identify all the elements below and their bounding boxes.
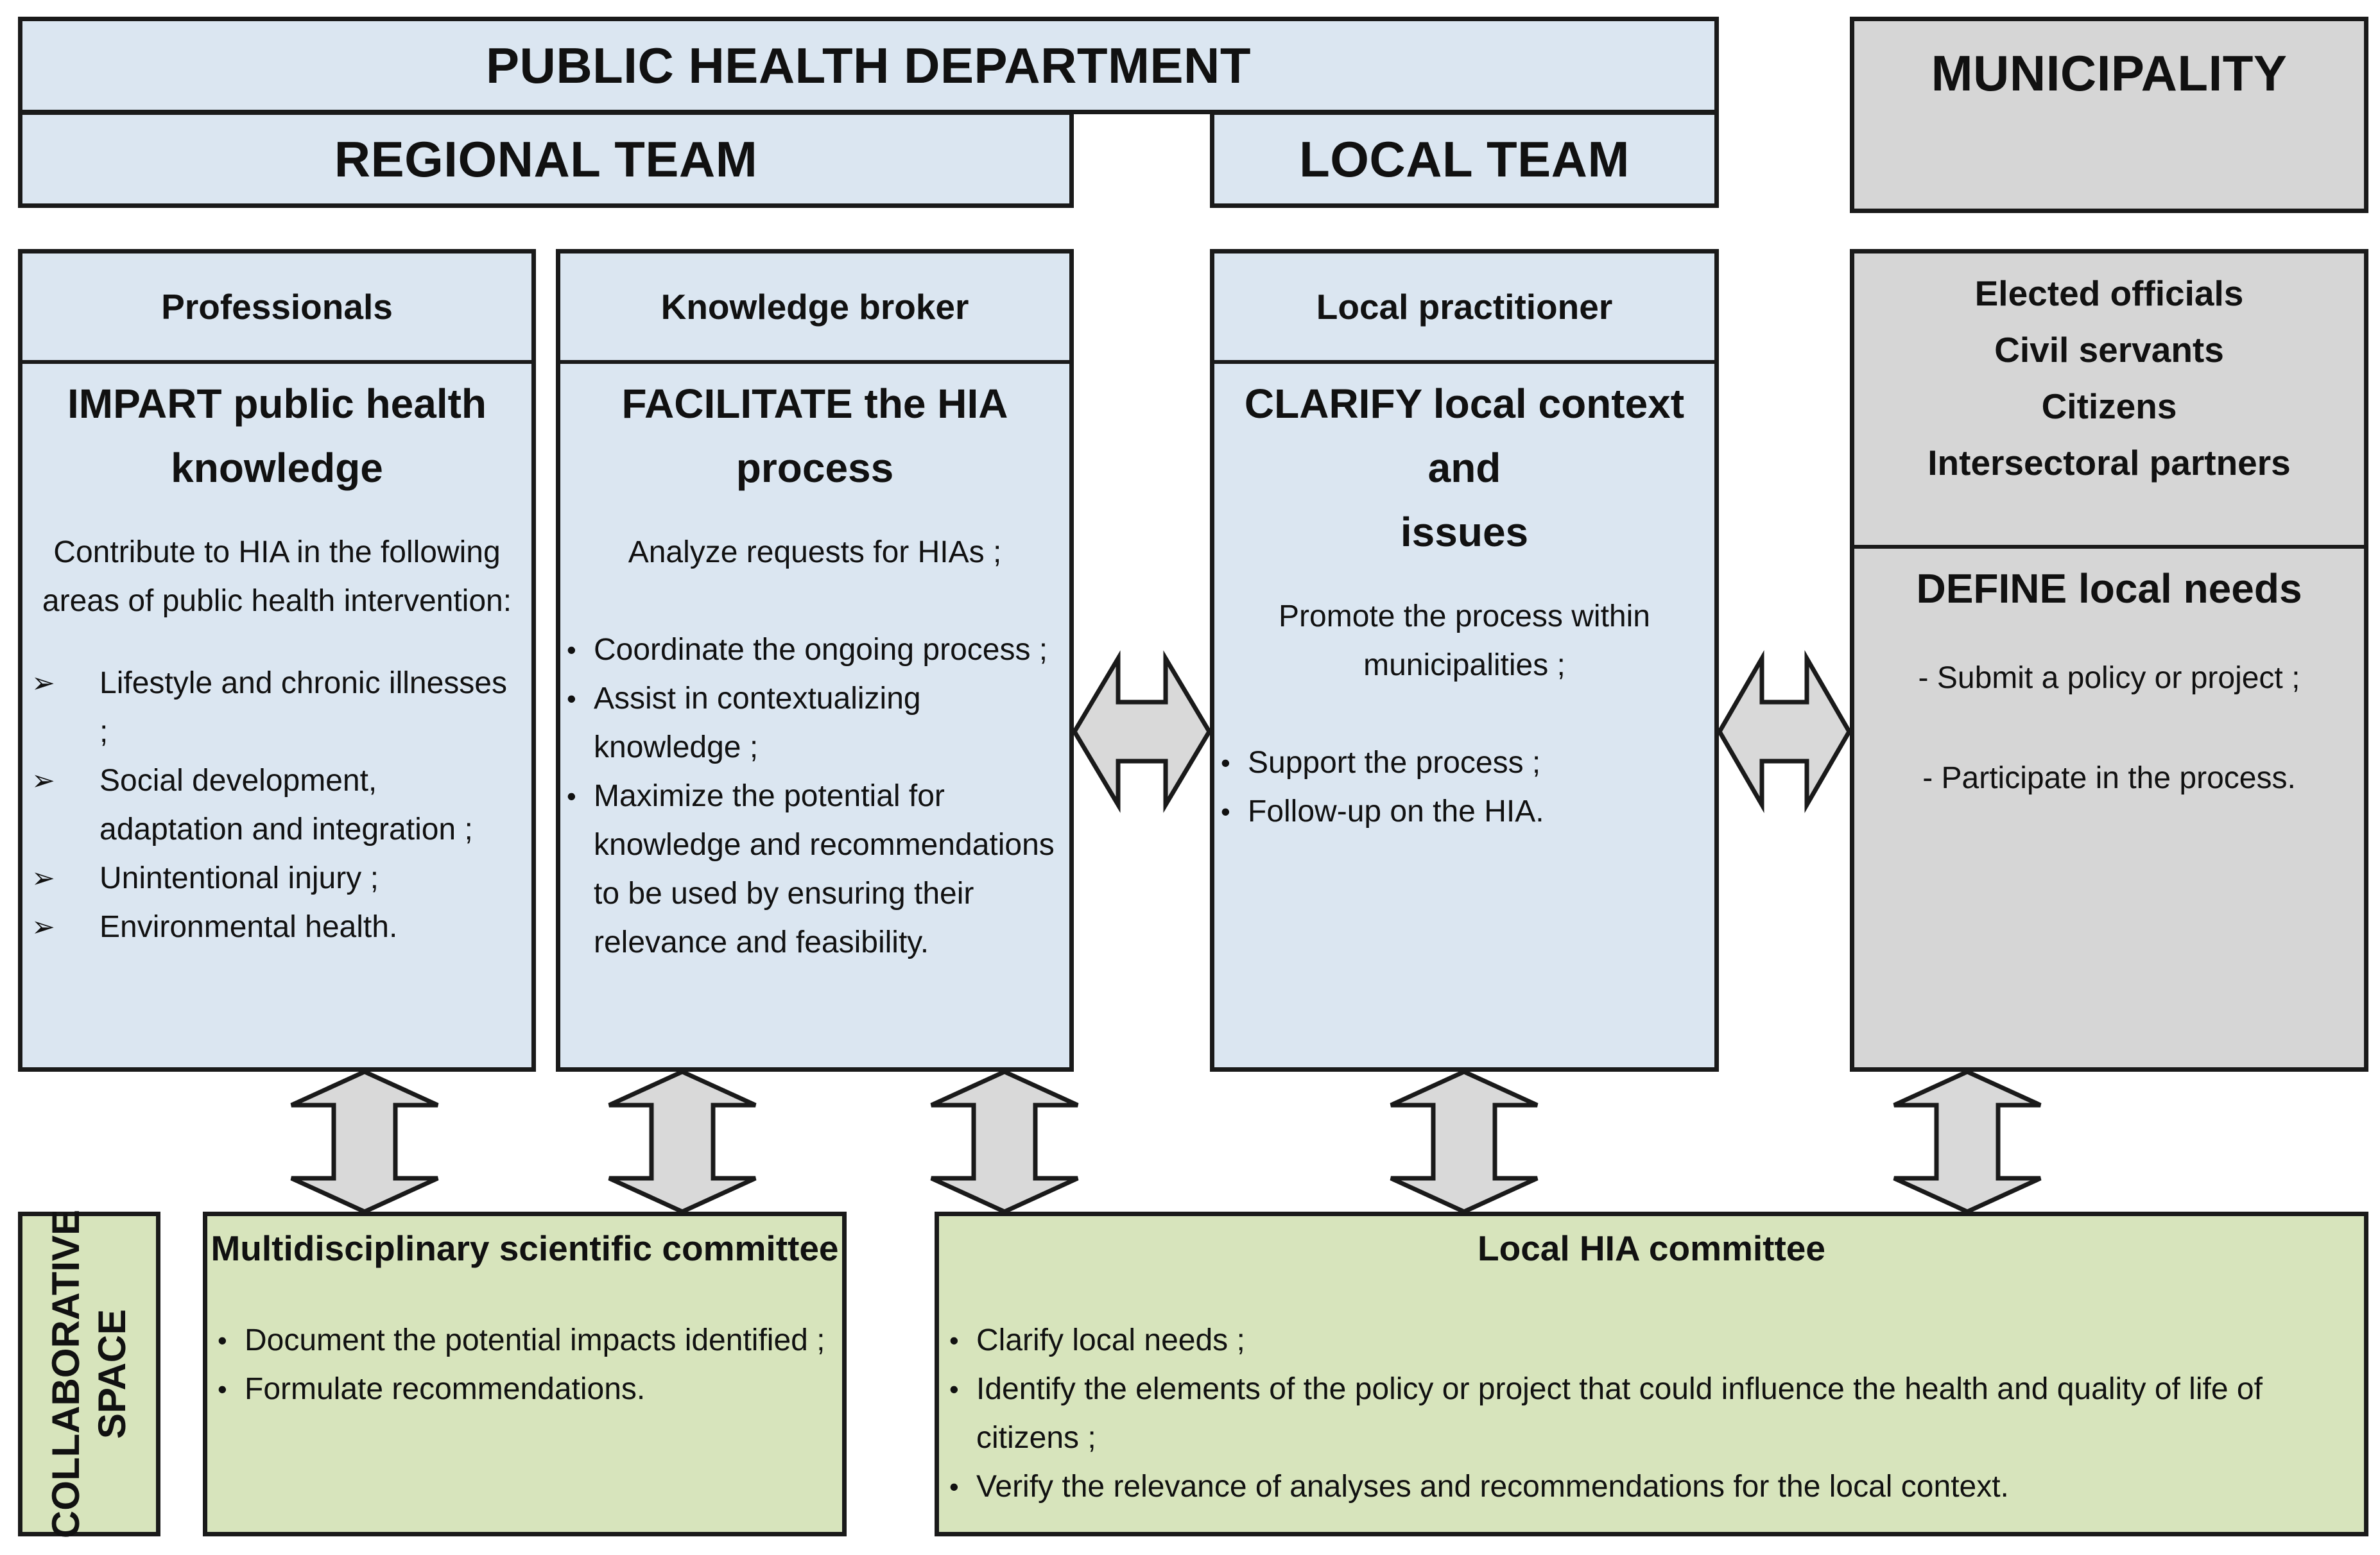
local-hia-committee-list: • Clarify local needs ; • Identify the e…	[939, 1316, 2364, 1511]
list-item: • Coordinate the ongoing process ;	[560, 626, 1069, 674]
scientific-committee-title: Multidisciplinary scientific committee	[211, 1228, 839, 1268]
local-hia-committee-box: Local HIA committee • Clarify local need…	[935, 1212, 2368, 1536]
municipality-list: - Submit a policy or project ; - Partici…	[1854, 654, 2364, 803]
local-hia-committee-title: Local HIA committee	[1478, 1228, 1825, 1268]
list-item: • Support the process ;	[1214, 739, 1714, 787]
list-item: • Document the potential impacts identif…	[207, 1316, 842, 1365]
list-item: • Follow-up on the HIA.	[1214, 787, 1714, 836]
collaborative-space-label: COLLABORATIVE SPACE	[44, 1209, 134, 1539]
regional-team-header: REGIONAL TEAM	[18, 110, 1074, 208]
list-item: • Identify the elements of the policy or…	[939, 1365, 2364, 1463]
dot-bullet-icon: •	[567, 781, 576, 811]
double-headed-arrow-icon	[1716, 649, 1852, 814]
double-headed-arrow-icon	[1390, 1069, 1539, 1214]
professionals-column: Professionals IMPART public health knowl…	[18, 249, 536, 1072]
municipality-column: Elected officials Civil servants Citizen…	[1850, 249, 2368, 1072]
dot-bullet-icon: •	[1221, 748, 1230, 778]
list-item: • Assist in contextualizing knowledge ;	[560, 674, 1069, 772]
municipality-header: MUNICIPALITY	[1850, 17, 2368, 213]
local-team-header: LOCAL TEAM	[1210, 110, 1719, 208]
dot-bullet-icon: •	[218, 1325, 227, 1355]
professionals-title: IMPART public health knowledge	[67, 381, 487, 491]
local-team-title: LOCAL TEAM	[1299, 130, 1630, 187]
arrowhead-bullet-icon: ➢	[31, 911, 55, 943]
arrowhead-bullet-icon: ➢	[31, 863, 55, 894]
arrowhead-bullet-icon: ➢	[31, 765, 55, 796]
double-headed-arrow-icon	[1893, 1069, 2042, 1214]
public-health-department-title: PUBLIC HEALTH DEPARTMENT	[485, 37, 1252, 94]
knowledge-broker-intro: Analyze requests for HIAs ;	[628, 535, 1002, 569]
dot-bullet-icon: •	[949, 1325, 959, 1355]
list-item: • Formulate recommendations.	[207, 1365, 842, 1414]
list-item: • Clarify local needs ;	[939, 1316, 2364, 1365]
double-headed-arrow-icon	[290, 1069, 439, 1214]
dot-bullet-icon: •	[1221, 796, 1230, 827]
municipality-title-define: DEFINE local needs	[1916, 565, 2302, 612]
knowledge-broker-list: • Coordinate the ongoing process ; • Ass…	[560, 626, 1069, 967]
municipality-role: Intersectoral partners	[1927, 443, 2291, 483]
double-headed-arrow-icon	[930, 1069, 1079, 1214]
knowledge-broker-title: FACILITATE the HIA process	[621, 381, 1008, 491]
dot-bullet-icon: •	[949, 1472, 959, 1502]
local-practitioner-column: Local practitioner CLARIFY local context…	[1210, 249, 1719, 1072]
arrowhead-bullet-icon: ➢	[31, 667, 55, 699]
dot-bullet-icon: •	[949, 1374, 959, 1404]
professionals-intro: Contribute to HIA in the following areas…	[42, 535, 512, 618]
municipality-role: Elected officials	[1974, 273, 2244, 313]
double-headed-arrow-icon	[1071, 650, 1212, 813]
knowledge-broker-role: Knowledge broker	[560, 253, 1069, 364]
list-item: ➢ Unintentional injury ;	[22, 854, 531, 903]
collaborative-space-label-box: COLLABORATIVE SPACE	[18, 1209, 160, 1539]
local-practitioner-title: CLARIFY local context and issues	[1244, 381, 1685, 555]
local-practitioner-role: Local practitioner	[1214, 253, 1714, 364]
dot-bullet-icon: •	[218, 1374, 227, 1404]
list-item: - Participate in the process.	[1922, 761, 2296, 795]
municipality-title: MUNICIPALITY	[1931, 45, 2288, 101]
list-item: - Submit a policy or project ;	[1918, 661, 2300, 695]
professionals-list: ➢ Lifestyle and chronic illnesses ; ➢ So…	[22, 659, 531, 952]
list-item: ➢ Environmental health.	[22, 903, 531, 952]
public-health-department-header: PUBLIC HEALTH DEPARTMENT	[18, 17, 1719, 114]
list-item: • Maximize the potential for knowledge a…	[560, 772, 1069, 967]
professionals-role: Professionals	[22, 253, 531, 364]
double-headed-arrow-icon	[608, 1069, 757, 1214]
scientific-committee-box: Multidisciplinary scientific committee •…	[203, 1212, 847, 1536]
list-item: ➢ Social development, adaptation and int…	[22, 757, 531, 854]
municipality-role: Citizens	[2041, 386, 2177, 426]
regional-team-title: REGIONAL TEAM	[334, 130, 758, 187]
list-item: ➢ Lifestyle and chronic illnesses ;	[22, 659, 531, 757]
municipality-role: Civil servants	[1994, 330, 2224, 370]
dot-bullet-icon: •	[567, 683, 576, 714]
list-item: • Verify the relevance of analyses and r…	[939, 1463, 2364, 1511]
scientific-committee-list: • Document the potential impacts identif…	[207, 1316, 842, 1414]
dot-bullet-icon: •	[567, 635, 576, 665]
municipality-roles: Elected officials Civil servants Citizen…	[1854, 253, 2364, 549]
knowledge-broker-column: Knowledge broker FACILITATE the HIA proc…	[556, 249, 1074, 1072]
local-practitioner-intro: Promote the process within municipalitie…	[1279, 599, 1650, 682]
local-practitioner-list: • Support the process ; • Follow-up on t…	[1214, 739, 1714, 836]
